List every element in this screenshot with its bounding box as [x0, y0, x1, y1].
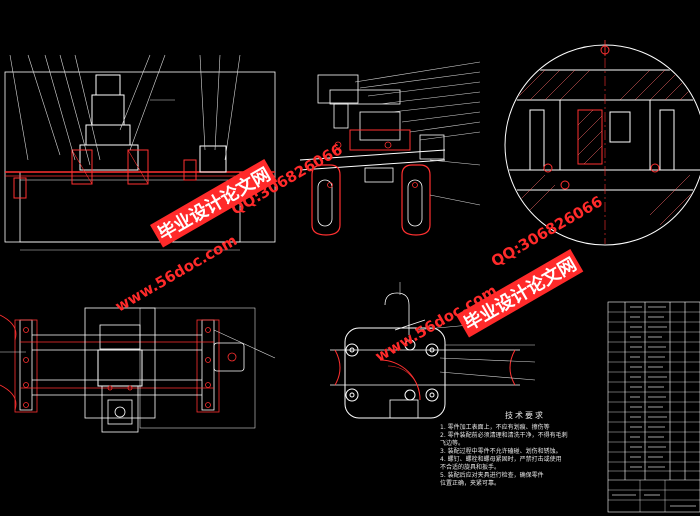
requirement-line: 4. 螺钉、螺栓和螺母紧固时，严禁打击或使用	[440, 456, 562, 463]
front-elevation-view	[4, 54, 276, 251]
plan-view	[0, 307, 276, 433]
requirement-line: 1. 零件加工表面上，不应有划痕、擦伤等	[440, 424, 550, 431]
requirement-line: 不合适的旋具和扳手。	[440, 464, 501, 471]
parts-list-table	[607, 301, 700, 513]
technical-requirements-title: 技术要求	[505, 411, 545, 420]
requirement-line: 位置正确，夹紧可靠。	[440, 480, 501, 487]
requirement-line: 飞边等。	[440, 440, 465, 447]
side-elevation-view	[299, 61, 481, 236]
requirement-line: 5. 装配后应对夹具进行检查，确保零件	[440, 472, 544, 479]
gripper-mechanism-view	[330, 282, 536, 419]
technical-requirements-notes: 技术要求 1. 零件加工表面上，不应有划痕、擦伤等 2. 零件装配前必须清理和清…	[440, 412, 610, 488]
requirement-line: 3. 装配过程中零件不允许磕碰、划伤和锈蚀。	[440, 448, 562, 455]
requirement-line: 2. 零件装配前必须清理和清洗干净，不得有毛刺	[440, 432, 568, 439]
